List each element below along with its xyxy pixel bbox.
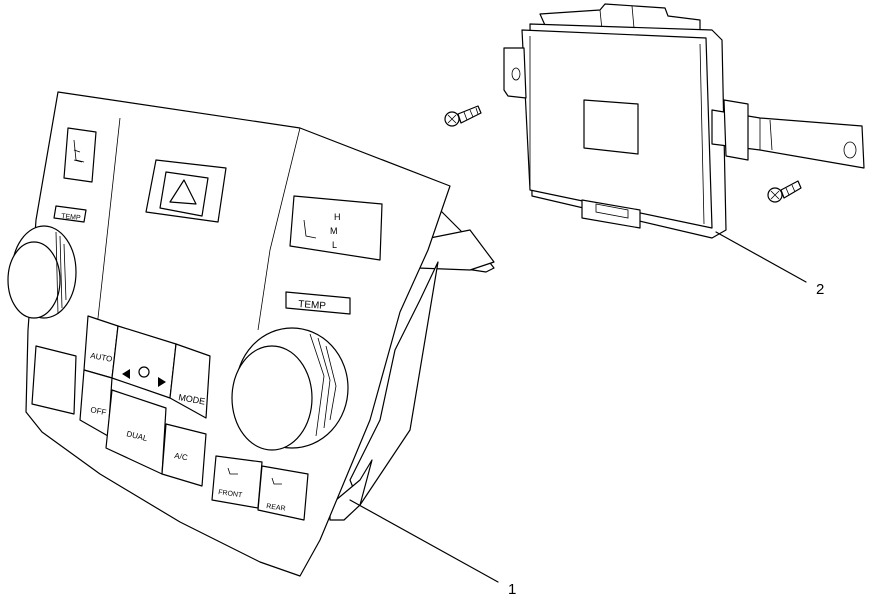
ac-button-label: A/C (174, 451, 189, 462)
front-defrost-label: FRONT (218, 489, 244, 499)
off-button-label: OFF (90, 405, 108, 417)
temp-label-left: TEMP (61, 213, 81, 222)
auto-button-label: AUTO (90, 351, 113, 364)
fan-right-arrow-icon (158, 377, 166, 387)
seat-heat-mid: M (330, 226, 338, 236)
callout-1: 1 (508, 581, 516, 598)
seat-heat-high: H (334, 212, 341, 222)
screw-upper (444, 105, 482, 127)
screw-lower (767, 180, 802, 203)
callout-2: 2 (816, 281, 824, 298)
fan-left-arrow-icon (122, 369, 130, 379)
seat-heat-low: L (332, 240, 337, 250)
rear-defrost-label: REAR (266, 503, 286, 513)
control-module (503, 3, 865, 239)
leader-line-1 (349, 499, 499, 583)
climate-control-panel (7, 91, 495, 577)
leader-line-2 (715, 231, 807, 283)
temp-label-right: TEMP (298, 299, 327, 312)
mode-button-label: MODE (178, 392, 206, 407)
